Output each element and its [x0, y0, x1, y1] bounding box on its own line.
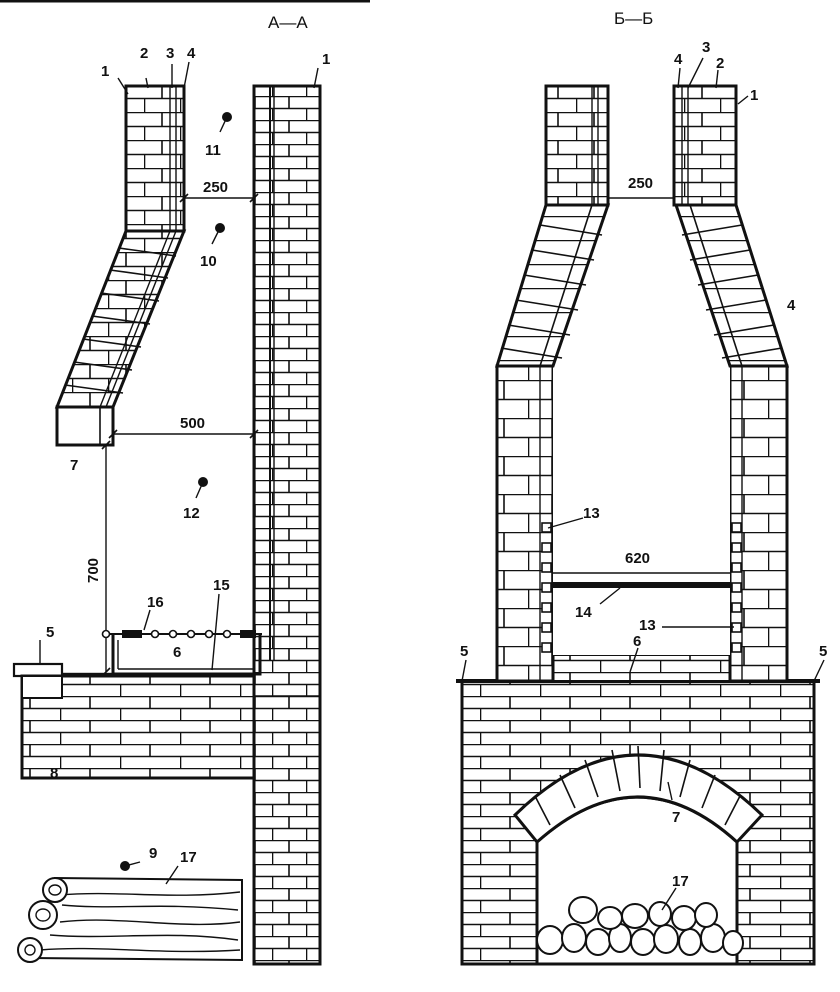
label-3-right: 3 [702, 39, 710, 56]
label-12: 12 [183, 505, 200, 522]
label-6-right: 6 [633, 633, 641, 650]
flue-front-top [124, 84, 186, 233]
label-1-left-back: 1 [322, 51, 330, 68]
label-5-left: 5 [46, 624, 54, 641]
label-4-right-top: 4 [674, 51, 683, 68]
label-11: 11 [205, 142, 221, 159]
label-17-right: 17 [672, 873, 689, 890]
label-8: 8 [50, 765, 58, 782]
label-3-left: 3 [166, 45, 174, 62]
label-15: 15 [213, 577, 230, 594]
label-13-upper: 13 [583, 505, 600, 522]
label-7-right: 7 [672, 809, 680, 826]
label-4-right-side: 4 [787, 297, 796, 314]
grill-tray [111, 633, 262, 676]
section-b-b: 4 3 2 1 4 13 14 13 5 6 5 7 17 250 620 Б—… [456, 9, 827, 966]
firewood-pile [17, 877, 243, 963]
label-9: 9 [149, 845, 157, 862]
dim-250-right: 250 [628, 175, 653, 192]
label-2-right: 2 [716, 55, 724, 72]
label-2-left: 2 [140, 45, 148, 62]
arch [512, 753, 765, 845]
label-5-right-right: 5 [819, 643, 827, 660]
right-top-stack [672, 84, 738, 207]
label-17-left: 17 [180, 849, 197, 866]
label-16: 16 [147, 594, 164, 611]
left-slope [494, 203, 611, 368]
section-a-a: 1 2 3 4 1 11 10 7 12 16 15 5 6 8 9 17 25… [12, 13, 330, 966]
grill-grate [553, 582, 730, 588]
section-title-b-b: Б—Б [614, 9, 653, 28]
label-7-left: 7 [70, 457, 78, 474]
dim-700: 700 [85, 558, 102, 583]
table-top-left [12, 662, 64, 678]
label-5-right-left: 5 [460, 643, 468, 660]
back-wall [252, 84, 322, 966]
label-6-left: 6 [173, 644, 181, 661]
label-14: 14 [575, 604, 592, 621]
label-4-left: 4 [187, 45, 196, 62]
lintel [55, 405, 115, 447]
label-13-lower: 13 [639, 617, 656, 634]
right-slope [673, 203, 790, 368]
stone-pile [536, 896, 744, 956]
dim-500: 500 [180, 415, 205, 432]
label-1-left-front: 1 [101, 63, 109, 80]
label-10: 10 [200, 253, 217, 270]
label-1-right: 1 [750, 87, 758, 104]
section-title-a-a: А—А [268, 13, 308, 32]
dim-620: 620 [625, 550, 650, 567]
dim-250-left: 250 [203, 179, 228, 196]
